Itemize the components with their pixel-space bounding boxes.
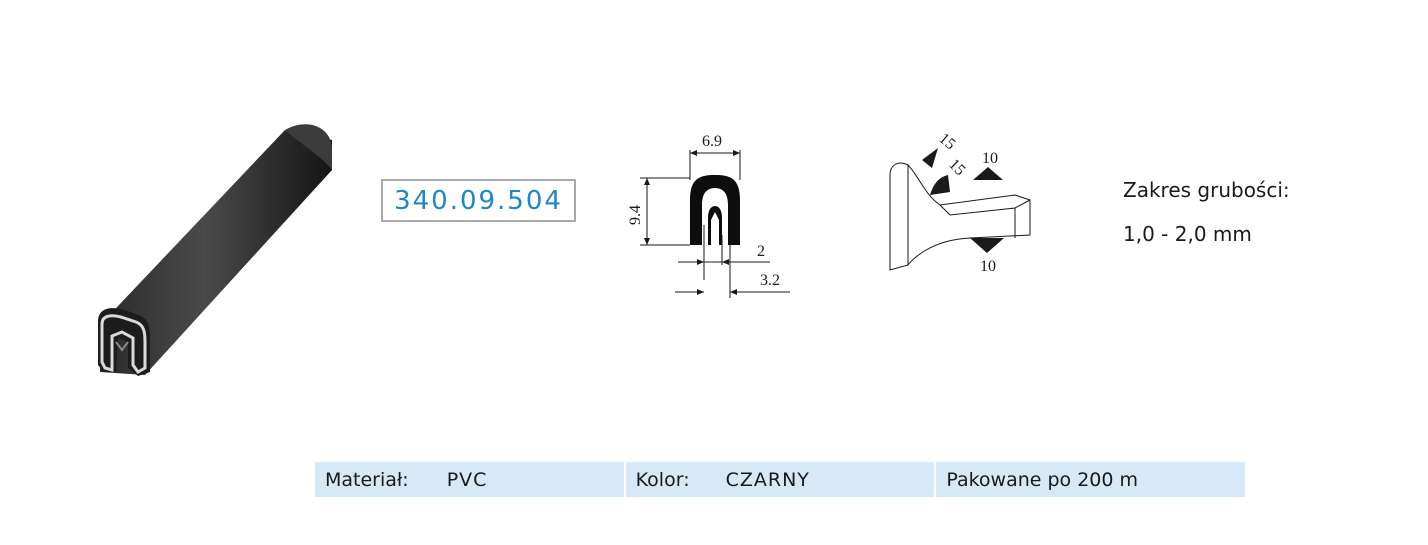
- material-label: Materiał:: [325, 468, 409, 491]
- top-thickness-label: 10: [982, 150, 998, 167]
- material-cell: Materiał: PVC: [315, 462, 624, 497]
- height-dimension-label: 9.4: [627, 205, 644, 225]
- bottom-thickness-label: 10: [980, 258, 996, 275]
- width-dimension-label: 6.9: [702, 133, 722, 150]
- color-label: Kolor:: [635, 468, 690, 491]
- thickness-range-label: Zakres grubości:: [1123, 178, 1290, 202]
- packaging-text: Pakowane po 200 m: [946, 468, 1139, 491]
- packaging-cell: Pakowane po 200 m: [936, 462, 1246, 497]
- color-cell: Kolor: CZARNY: [625, 462, 935, 497]
- inner-gap-dimension-label: 2: [757, 243, 765, 260]
- mounting-angle-diagram: 15 15 10 10: [889, 130, 1031, 275]
- angle-label-2: 15: [945, 156, 968, 179]
- color-value: CZARNY: [725, 468, 810, 491]
- angle-label-1: 15: [935, 130, 958, 153]
- profile-dimension-diagram: 6.9 9.4 2 3.2: [627, 133, 790, 298]
- material-value: PVC: [446, 468, 488, 491]
- product-code: 340.09.504: [381, 179, 576, 222]
- base-dimension-label: 3.2: [760, 272, 780, 289]
- thickness-range-value: 1,0 - 2,0 mm: [1123, 222, 1252, 246]
- product-image: [98, 124, 332, 376]
- specification-bar: Materiał: PVC Kolor: CZARNY Pakowane po …: [315, 462, 1246, 497]
